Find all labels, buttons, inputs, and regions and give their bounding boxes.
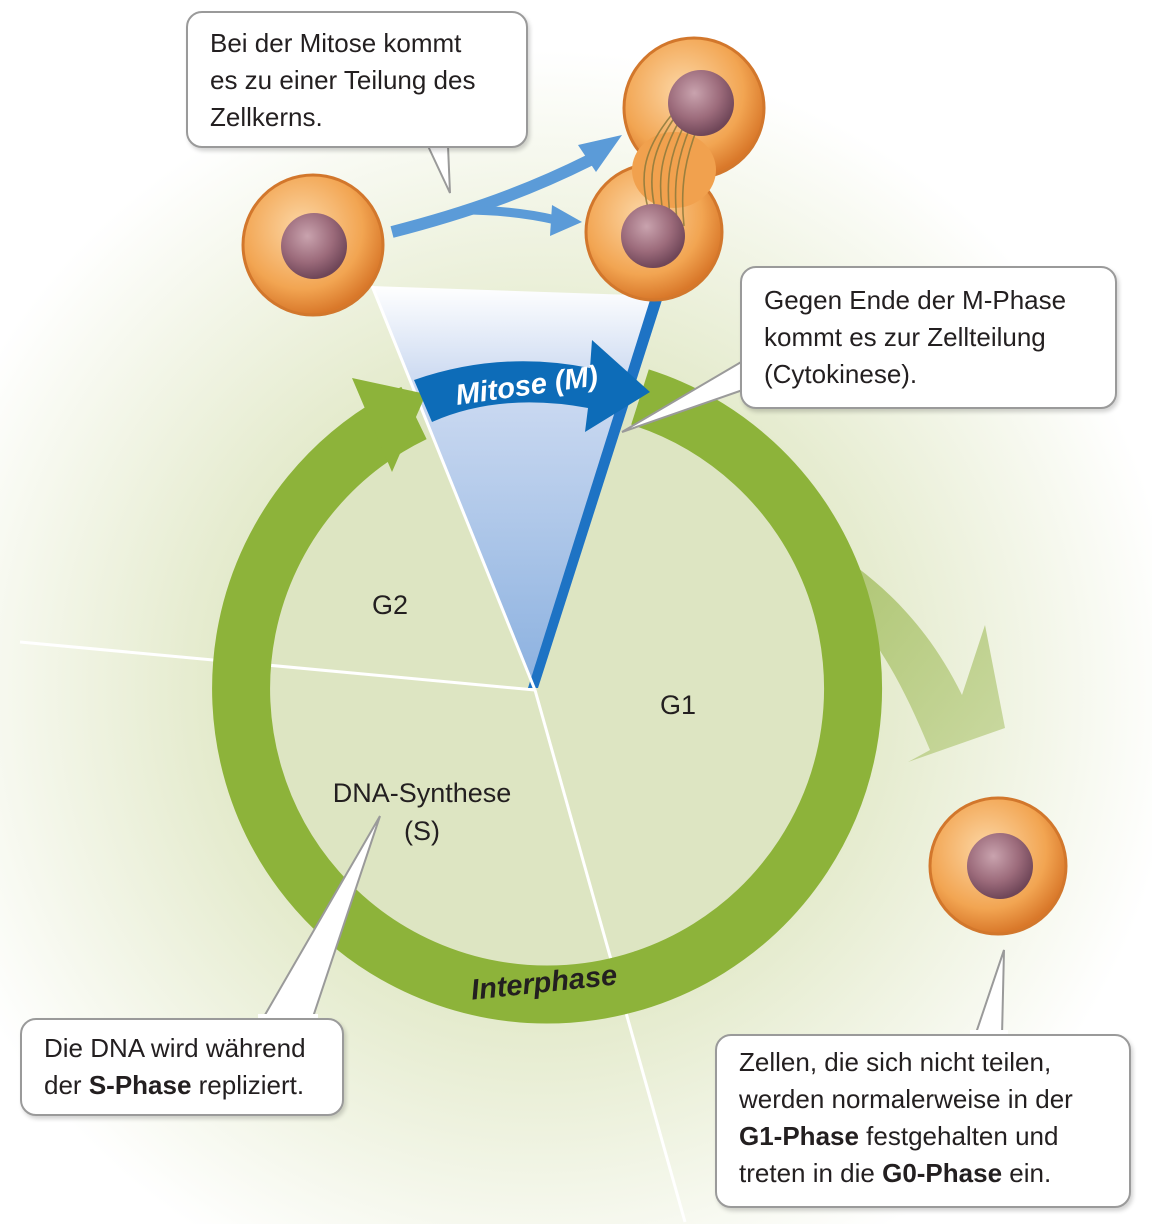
resting-cell-icon — [928, 796, 1068, 936]
phase-label-s-line1: DNA-Synthese — [333, 778, 512, 808]
interphase-ring — [212, 369, 882, 1024]
callout-g0: Zellen, die sich nicht teilen, werden no… — [715, 1034, 1131, 1208]
phase-label-s-line2: (S) — [404, 816, 440, 846]
phase-label-g1: G1 — [660, 690, 696, 720]
callout-g0-line4: treten in die G0-Phase ein. — [739, 1155, 1111, 1192]
callout-s-phase-term: S-Phase — [88, 1070, 192, 1100]
g0-exit-arrow — [838, 568, 1005, 762]
callout-cytokinesis-line1: Gegen Ende der M-Phase — [764, 285, 1067, 315]
callout-s-phase: Die DNA wird während der S-Phase replizi… — [20, 1018, 344, 1116]
dividing-cell-icon — [584, 36, 766, 302]
callout-s-phase-line1: Die DNA wird während — [44, 1033, 306, 1063]
callout-mitosis-line3: Zellkerns. — [210, 102, 323, 132]
division-arrows — [390, 135, 622, 238]
callout-mitosis-line1: Bei der Mitose kommt — [210, 28, 462, 58]
callout-g0-term-g1: G1-Phase — [739, 1121, 859, 1151]
callout-g0-line1: Zellen, die sich nicht teilen, — [739, 1047, 1052, 1077]
callout-g0-line2: werden normalerweise in der — [739, 1084, 1073, 1114]
callout-mitosis: Bei der Mitose kommt es zu einer Teilung… — [186, 11, 528, 148]
callout-mitosis-line2: es zu einer Teilung des — [210, 65, 476, 95]
callout-cytokinesis: Gegen Ende der M-Phase kommt es zur Zell… — [740, 266, 1117, 409]
phase-label-g2: G2 — [372, 590, 408, 620]
callout-g0-line4-post: ein. — [1002, 1158, 1052, 1188]
callout-g0-line3: G1-Phase festgehalten und — [739, 1118, 1111, 1155]
callout-g0-line3-post: festgehalten und — [858, 1121, 1059, 1151]
callout-g0-line4-pre: treten in die — [739, 1158, 883, 1188]
cell-icon — [241, 173, 385, 317]
mitosis-wedge-left-edge — [370, 285, 537, 691]
callout-s-phase-line2: der S-Phase repliziert. — [44, 1067, 324, 1104]
callout-g0-term-g0: G0-Phase — [882, 1158, 1003, 1188]
phase-dividers — [19, 640, 687, 1223]
mitosis-band — [414, 340, 650, 432]
callout-cytokinesis-line3: (Cytokinese). — [764, 359, 918, 389]
callout-s-phase-line2-post: repliziert. — [191, 1070, 305, 1100]
callout-s-phase-line2-pre: der — [44, 1070, 89, 1100]
ring-arrowhead — [352, 378, 426, 472]
callout-cytokinesis-line2: kommt es zur Zellteilung — [764, 322, 1046, 352]
